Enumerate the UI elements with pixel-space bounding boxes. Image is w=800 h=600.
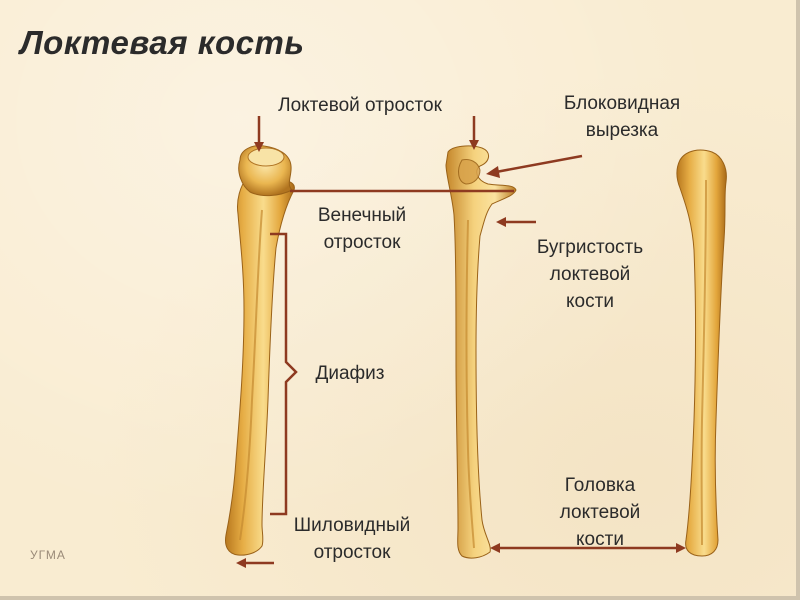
watermark-logo: УГМА xyxy=(30,548,66,562)
bone-shaft xyxy=(445,145,517,559)
arrowhead xyxy=(254,142,264,152)
arrowhead xyxy=(496,217,506,227)
frame-edge-bottom xyxy=(0,596,800,600)
ulna-bone-posterior xyxy=(676,149,727,557)
ulna-bone-anterior xyxy=(225,145,295,556)
label-olecranon: Локтевой отросток xyxy=(278,95,442,116)
arrowhead xyxy=(676,543,686,553)
arrowhead xyxy=(486,166,500,178)
bone-ridge xyxy=(700,179,707,546)
label-tuberosity: Бугристость локтевой кости xyxy=(536,237,644,312)
trochlear-notch-shape xyxy=(458,159,481,185)
bone-ridge xyxy=(465,219,475,549)
shaft-bracket xyxy=(270,232,298,516)
slide-title: Локтевая кость xyxy=(20,24,305,61)
pointer-trochlear-notch xyxy=(495,154,583,174)
bone-ridge xyxy=(239,209,263,541)
arrowhead xyxy=(236,558,246,568)
bone-shaft xyxy=(225,175,295,556)
olecranon-surface xyxy=(247,147,285,167)
arrowhead xyxy=(490,543,500,553)
label-styloid-process: Шиловидный отросток xyxy=(293,515,411,563)
label-coronoid-process: Венечный отросток xyxy=(317,205,407,253)
bone-shaft xyxy=(676,149,727,557)
label-shaft: Диафиз xyxy=(315,363,385,384)
ulna-bone-lateral xyxy=(445,145,517,559)
arrowhead xyxy=(469,140,479,150)
label-head: Головка локтевой кости xyxy=(559,475,641,550)
pointer-lines xyxy=(236,116,686,568)
label-trochlear-notch: Блоковидная вырезка xyxy=(563,93,681,141)
frame-edge-right xyxy=(796,0,800,600)
